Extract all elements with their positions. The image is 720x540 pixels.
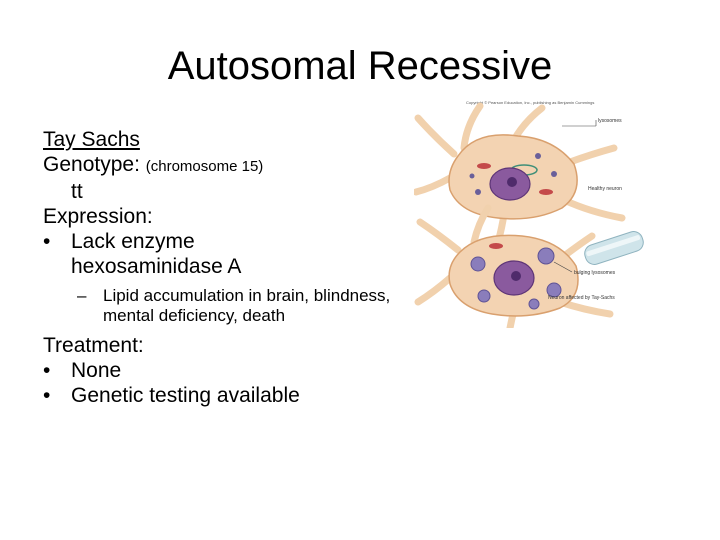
bulging-lysosome bbox=[537, 247, 555, 265]
treatment-label: Treatment: bbox=[43, 334, 144, 357]
mitochondrion bbox=[539, 189, 553, 195]
label-affected-neuron: Neuron affected by Tay-Sachs bbox=[548, 295, 615, 301]
lysosome bbox=[551, 171, 557, 177]
slide-body: Tay Sachs Genotype: (chromosome 15) tt E… bbox=[43, 127, 413, 408]
dash-glyph: – bbox=[77, 286, 87, 305]
expression-label: Expression: bbox=[43, 205, 153, 228]
bulging-lysosome bbox=[470, 256, 486, 272]
pipette-icon bbox=[584, 231, 644, 265]
expression-sub-text: Lipid accumulation in brain, blindness, … bbox=[103, 286, 391, 325]
bulging-lysosome bbox=[477, 289, 491, 303]
expression-bullet-text: Lack enzyme bbox=[71, 230, 195, 253]
genotype-value: tt bbox=[71, 180, 83, 203]
treatment-bullet-none-text: None bbox=[71, 359, 122, 382]
figure-labels: lysosomes Healthy neuron bulging lysosom… bbox=[548, 118, 622, 301]
lysosome bbox=[535, 153, 541, 159]
genotype-line: Genotype: (chromosome 15) bbox=[43, 152, 413, 179]
bulging-lysosome bbox=[546, 282, 562, 298]
slide-title: Autosomal Recessive bbox=[167, 44, 553, 88]
mitochondrion bbox=[477, 163, 491, 169]
bulging-lysosome bbox=[528, 298, 540, 310]
bullet-glyph: • bbox=[43, 230, 51, 253]
genotype-note: (chromosome 15) bbox=[145, 158, 264, 175]
neuron-illustration: Copyright © Pearson Education, Inc., pub… bbox=[414, 96, 650, 328]
treatment-bullet-testing: • Genetic testing available bbox=[43, 383, 413, 408]
label-lysosomes: lysosomes bbox=[598, 118, 622, 124]
expression-sub-bullet: – Lipid accumulation in brain, blindness… bbox=[43, 286, 413, 326]
label-bulging-lysosomes: bulging lysosomes bbox=[574, 270, 616, 276]
label-healthy-neuron: Healthy neuron bbox=[588, 186, 622, 192]
healthy-neuron bbox=[414, 102, 626, 246]
affected-nucleolus bbox=[511, 271, 521, 281]
affected-neuron bbox=[414, 204, 644, 328]
figure-caption: Copyright © Pearson Education, Inc., pub… bbox=[466, 100, 594, 105]
treatment-bullet-testing-text: Genetic testing available bbox=[71, 384, 300, 407]
lysosome bbox=[469, 173, 475, 179]
expression-bullet: • Lack enzyme bbox=[43, 229, 413, 254]
mitochondrion bbox=[489, 243, 503, 249]
expression-bullet-cont: hexosaminidase A bbox=[71, 255, 242, 278]
healthy-nucleolus bbox=[507, 177, 517, 187]
treatment-bullet-none: • None bbox=[43, 358, 413, 383]
neuron-svg: Copyright © Pearson Education, Inc., pub… bbox=[414, 100, 644, 328]
lysosome bbox=[475, 189, 481, 195]
genotype-label: Genotype: bbox=[43, 153, 140, 176]
bullet-glyph: • bbox=[43, 384, 51, 407]
bullet-glyph: • bbox=[43, 359, 51, 382]
disease-heading: Tay Sachs bbox=[43, 128, 140, 151]
